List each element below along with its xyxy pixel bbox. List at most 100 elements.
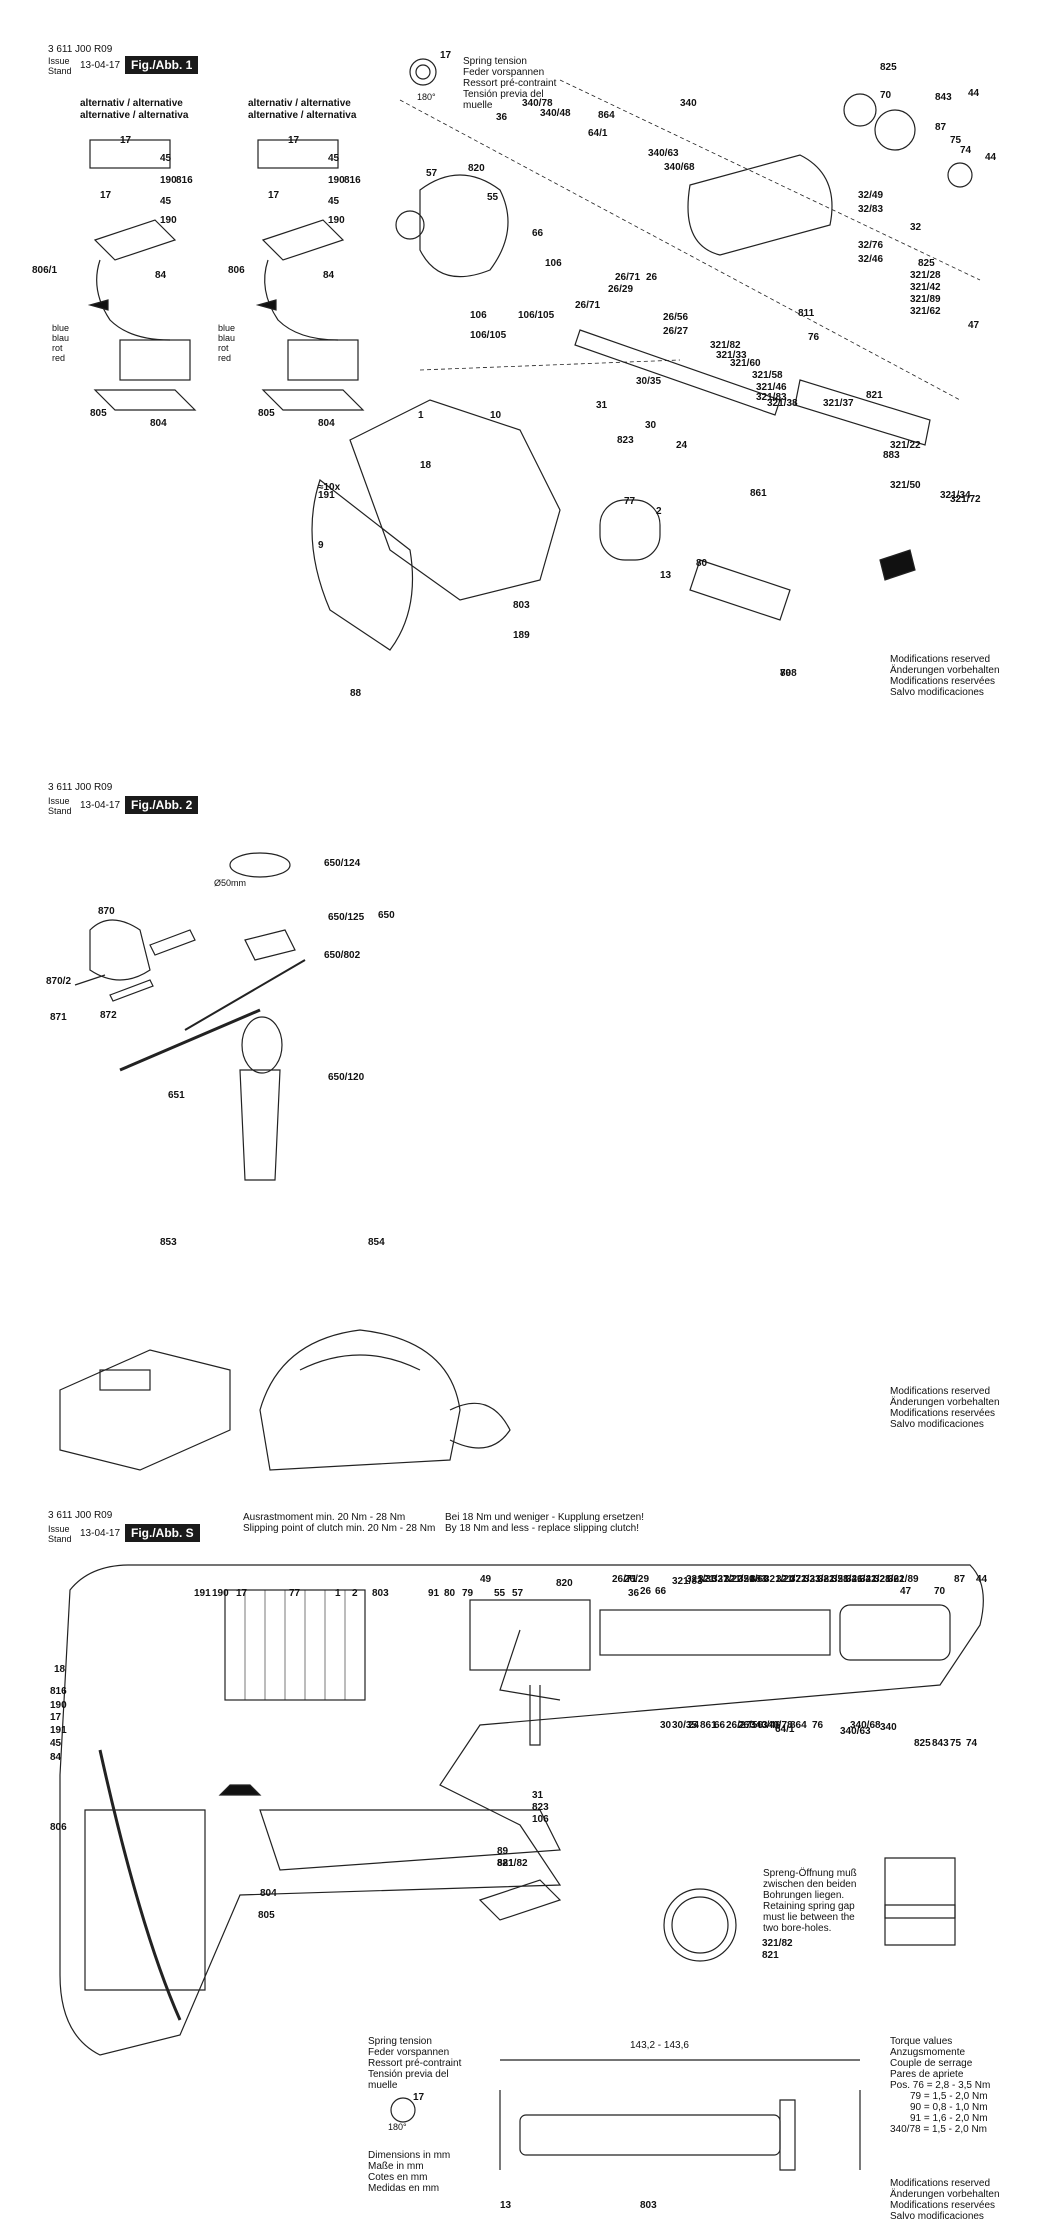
- cable-run: [98, 1749, 182, 2021]
- part-label: 87: [935, 122, 947, 133]
- part-label: 31: [596, 400, 608, 411]
- part-label: 66: [714, 1720, 726, 1731]
- right-electronic-board: [287, 339, 359, 381]
- part-label: 84: [50, 1752, 62, 1763]
- left-electronic-board: [119, 339, 191, 381]
- opening-line: Retaining spring gap: [763, 1901, 855, 1912]
- part-label: 77: [624, 496, 636, 507]
- mechanism-section: [469, 1599, 591, 1671]
- part-label: 30/35: [636, 376, 662, 387]
- part-label: 321/46: [832, 1574, 863, 1585]
- part-label: 321/37: [698, 1574, 729, 1585]
- label-821-detail: 821: [762, 1950, 779, 1961]
- part-label: 806: [228, 265, 245, 276]
- part-label: 321/33: [790, 1574, 821, 1585]
- armature: [689, 559, 791, 621]
- part-label: 26/56: [738, 1720, 764, 1731]
- stand-label-3: Stand: [48, 1534, 72, 1544]
- right-switch-body: [261, 219, 345, 261]
- part-label: 808: [780, 668, 797, 679]
- alt-caption-left-1: alternativ / alternative: [80, 98, 183, 109]
- part-label: 821: [866, 390, 883, 401]
- armature-label-13: 13: [500, 2200, 512, 2211]
- mods-line: Modifications reserved: [890, 654, 991, 665]
- part-label: 32/49: [858, 190, 884, 201]
- part-label: 84: [155, 270, 167, 281]
- circlip-detail: [663, 1888, 737, 1962]
- part-label: 321/89: [910, 294, 941, 305]
- part-label: 191: [318, 490, 335, 501]
- part-label: 811: [798, 308, 815, 319]
- part-label: 26/56: [663, 312, 689, 323]
- part-label: 30: [645, 420, 657, 431]
- fig2-drawing: [59, 852, 511, 1471]
- part-label: 816: [176, 175, 193, 186]
- opening-line: Spreng-Öffnung muß: [763, 1868, 857, 1879]
- armature-fan: [779, 2099, 796, 2171]
- mods-line: Salvo modificaciones: [890, 2211, 984, 2222]
- hammer-tube-section: [599, 1609, 831, 1656]
- clutch-note-3: Bei 18 Nm und weniger - Kupplung ersetze…: [445, 1512, 645, 1523]
- part-label: 47: [968, 320, 980, 331]
- spring-icon-b: [390, 2097, 416, 2123]
- battery-pack: [59, 1349, 231, 1471]
- part-label: 340/63: [840, 1726, 871, 1737]
- part-label: 825: [880, 62, 897, 73]
- mods-line: Änderungen vorbehalten: [890, 1397, 1000, 1408]
- part-label: 30: [660, 1720, 672, 1731]
- depth-rod: [119, 1008, 261, 1072]
- mods-line: Änderungen vorbehalten: [890, 665, 1000, 676]
- part-label: 2: [656, 506, 662, 517]
- part-label: 106: [470, 310, 487, 321]
- spring-label-17: 17: [440, 50, 452, 61]
- part-label: 44: [968, 88, 980, 99]
- armature-dimension: 143,2 - 143,6: [630, 2040, 689, 2051]
- motor-windings: [244, 1590, 346, 1700]
- circlip-inner: [671, 1896, 729, 1954]
- part-label: 26/29: [608, 284, 634, 295]
- handle-disc: [241, 1016, 283, 1074]
- chuck-diameter: Ø50mm: [214, 878, 247, 888]
- part-label: 321/83: [756, 392, 787, 403]
- part-label: 823: [532, 1802, 549, 1813]
- left-switch-body: [93, 219, 177, 261]
- part-label: 77: [289, 1588, 301, 1599]
- figure-tag-1: Fig./Abb. 1: [125, 56, 199, 74]
- part-label: 80: [696, 558, 708, 569]
- part-label: 321/82: [804, 1574, 835, 1585]
- part-label: 32: [910, 222, 922, 233]
- spring-tension-note-2: Spring tension Feder vorspannen Ressort …: [368, 2036, 461, 2091]
- part-label: 883: [883, 450, 900, 461]
- part-label: 340/48: [540, 108, 571, 119]
- part-label: 18: [420, 460, 432, 471]
- part-label: 804: [318, 418, 335, 429]
- clutch-detail: [884, 1857, 956, 1919]
- wire-color-blue-2: blue: [218, 323, 236, 333]
- part-label: 321/82: [497, 1858, 528, 1869]
- part-label: 870/2: [46, 976, 72, 987]
- part-label: 66: [532, 228, 544, 239]
- part-label: 190: [160, 215, 177, 226]
- part-label: 79: [780, 668, 792, 679]
- part-label: 805: [90, 408, 107, 419]
- torque-title: Anzugsmomente: [890, 2047, 966, 2058]
- part-label: 806: [50, 1822, 67, 1833]
- tool-outline: [59, 1564, 984, 2056]
- part-label: 190: [50, 1700, 67, 1711]
- chuck-key: [109, 979, 154, 1002]
- o-ring-icon: [395, 210, 425, 240]
- part-label: 18: [54, 1664, 66, 1675]
- mods-line: Salvo modificaciones: [890, 1419, 984, 1430]
- part-label: 854: [368, 1237, 385, 1248]
- spring-label-17-b: 17: [413, 2092, 425, 2103]
- issue-date-3: 13-04-17: [80, 1528, 121, 1539]
- part-label: 36: [496, 112, 508, 123]
- part-label: 821: [497, 1858, 514, 1869]
- dim-line: Maße in mm: [368, 2161, 424, 2172]
- stand-label: Stand: [48, 66, 72, 76]
- part-label: 321/83: [672, 1576, 703, 1587]
- mods-line: Modifications reservées: [890, 2200, 996, 2211]
- part-label: 321/28: [860, 1574, 891, 1585]
- torque-title: Torque values: [890, 2036, 953, 2047]
- part-label: 650: [378, 910, 395, 921]
